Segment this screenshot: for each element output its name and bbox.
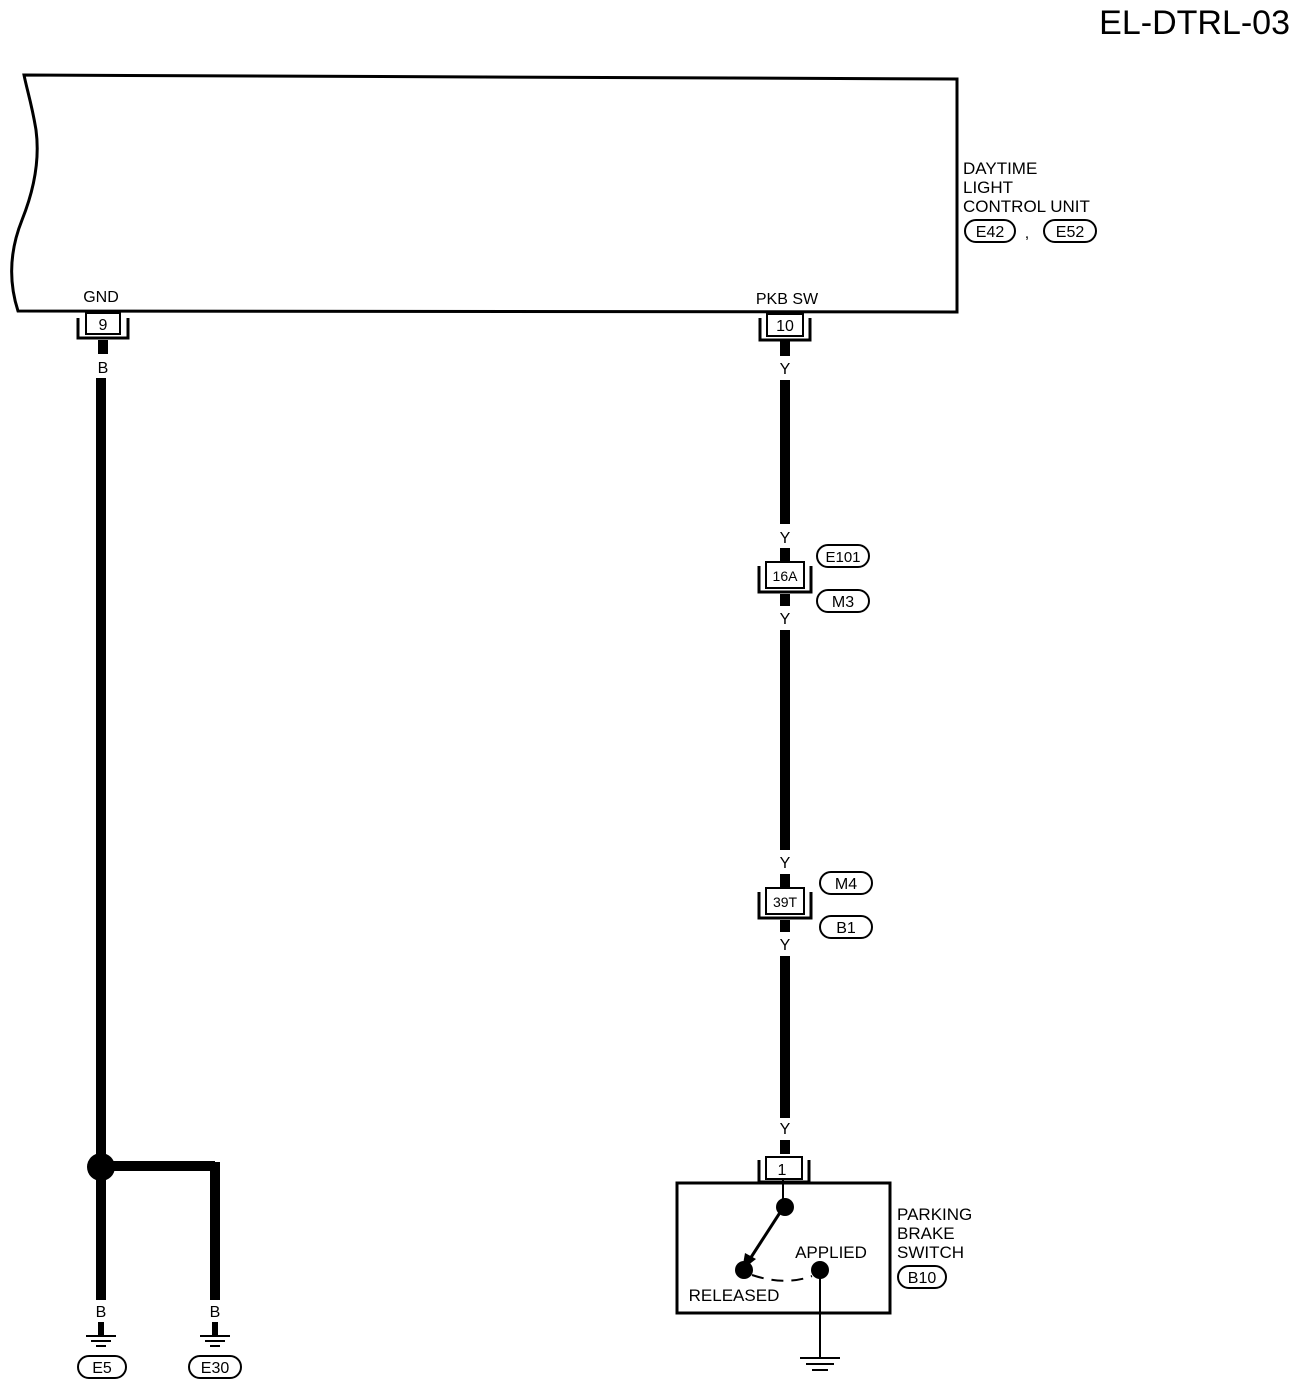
switch-connector: 1 (757, 1156, 811, 1184)
wire-color-y-2: Y (780, 530, 791, 547)
connector-tag-b1: B1 (819, 915, 873, 939)
svg-text:E52: E52 (1056, 224, 1085, 241)
wire-color-y-1: Y (780, 361, 791, 378)
gnd-terminal-connector: 9 (76, 312, 130, 340)
svg-text:E30: E30 (201, 1360, 230, 1377)
svg-text:M3: M3 (832, 594, 854, 611)
diagram-id: EL-DTRL-03 (1099, 4, 1290, 42)
pkb-terminal-connector: 10 (758, 313, 812, 342)
junction-connector-16a: 16A (757, 561, 813, 594)
connector-tag-e42: E42 (964, 219, 1016, 243)
switch-contacts (735, 1179, 829, 1358)
ground-tag-e30: E30 (188, 1355, 242, 1379)
released-label: RELEASED (689, 1286, 780, 1305)
switch-name-line-2: BRAKE (897, 1224, 955, 1243)
wire-color-y-4: Y (780, 855, 791, 872)
connector-tag-m3: M3 (816, 589, 870, 613)
wire-color-b-top: B (98, 360, 109, 377)
svg-text:B10: B10 (908, 1270, 937, 1287)
svg-text:M4: M4 (835, 876, 857, 893)
pkb-terminal-label: PKB SW (756, 291, 819, 308)
svg-text:B1: B1 (836, 920, 856, 937)
ground-symbol-e30 (200, 1322, 230, 1347)
wire-color-b-e5: B (96, 1304, 107, 1321)
svg-text:10: 10 (776, 318, 794, 335)
wire-color-y-6: Y (780, 1121, 791, 1138)
switch-ground-icon (800, 1357, 840, 1371)
ground-tag-e5: E5 (77, 1355, 127, 1379)
wire-color-y-5: Y (780, 937, 791, 954)
junction-connector-39t: 39T (757, 887, 813, 920)
connector-separator: , (1025, 225, 1029, 242)
connector-tag-b10: B10 (897, 1265, 947, 1289)
splice-junction (87, 1153, 115, 1181)
ground-symbol-e5 (86, 1322, 116, 1347)
svg-text:E101: E101 (825, 549, 860, 566)
connector-tag-e101: E101 (816, 544, 870, 568)
svg-text:16A: 16A (773, 568, 799, 584)
svg-text:E42: E42 (976, 224, 1005, 241)
control-unit-box (10, 73, 959, 314)
svg-text:39T: 39T (773, 894, 798, 910)
switch-name-label: PARKING BRAKE SWITCH (897, 1205, 972, 1262)
connector-tag-m4: M4 (819, 871, 873, 895)
control-unit-label: DAYTIME LIGHT CONTROL UNIT (963, 159, 1090, 216)
svg-text:9: 9 (99, 317, 108, 334)
svg-text:1: 1 (778, 1162, 787, 1179)
svg-text:E5: E5 (92, 1360, 112, 1377)
unit-name-line-1: DAYTIME (963, 159, 1037, 178)
unit-name-line-3: CONTROL UNIT (963, 197, 1090, 216)
switch-name-line-1: PARKING (897, 1205, 972, 1224)
applied-label: APPLIED (795, 1243, 867, 1262)
unit-name-line-2: LIGHT (963, 178, 1013, 197)
switch-name-line-3: SWITCH (897, 1243, 964, 1262)
gnd-terminal-label: GND (83, 289, 119, 306)
ground-wire (87, 340, 220, 1300)
wire-color-y-3: Y (780, 611, 791, 628)
wire-color-b-e30: B (210, 1304, 221, 1321)
connector-tag-e52: E52 (1043, 219, 1097, 243)
